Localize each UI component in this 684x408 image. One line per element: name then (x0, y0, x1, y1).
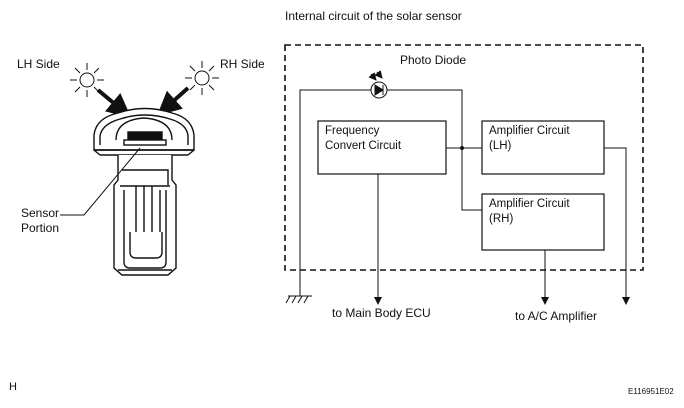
amplifier-lh-block (481, 120, 605, 175)
photo-diode-symbol (368, 70, 388, 99)
sun-icon-rh (185, 61, 219, 95)
amp-lh-line1: Amplifier Circuit (489, 125, 570, 137)
frequency-convert-block (317, 120, 447, 175)
photo-diode-label: Photo Diode (400, 53, 467, 67)
light-arrow-rh (157, 86, 190, 116)
amp-rh-line1: Amplifier Circuit (489, 198, 570, 210)
sensor-portion-label-1: Sensor (21, 206, 60, 220)
diagram-title: Internal circuit of the solar sensor (285, 9, 462, 23)
ground-symbol (285, 295, 312, 304)
wire-junction (460, 146, 464, 150)
corner-letter: H (9, 381, 17, 393)
to-ac-amplifier-label: to A/C Amplifier (515, 309, 598, 323)
sensor-portion-leader (60, 147, 141, 216)
freq-block-line2: Convert Circuit (325, 140, 402, 152)
solar-sensor-drawing (93, 107, 195, 276)
amplifier-rh-block (481, 193, 605, 251)
amp-rh-line2: (RH) (489, 213, 514, 225)
sensor-enclosure (284, 44, 644, 271)
amp-lh-line2: (LH) (489, 140, 512, 152)
sensor-portion-label-2: Portion (21, 221, 60, 235)
sun-icon-lh (70, 63, 104, 97)
to-main-body-ecu-label: to Main Body ECU (332, 306, 431, 320)
rh-side-label: RH Side (220, 57, 265, 71)
freq-block-line1: Frequency (325, 125, 380, 137)
lh-side-label: LH Side (17, 57, 60, 71)
figure-code: E116951E02 (628, 387, 674, 396)
